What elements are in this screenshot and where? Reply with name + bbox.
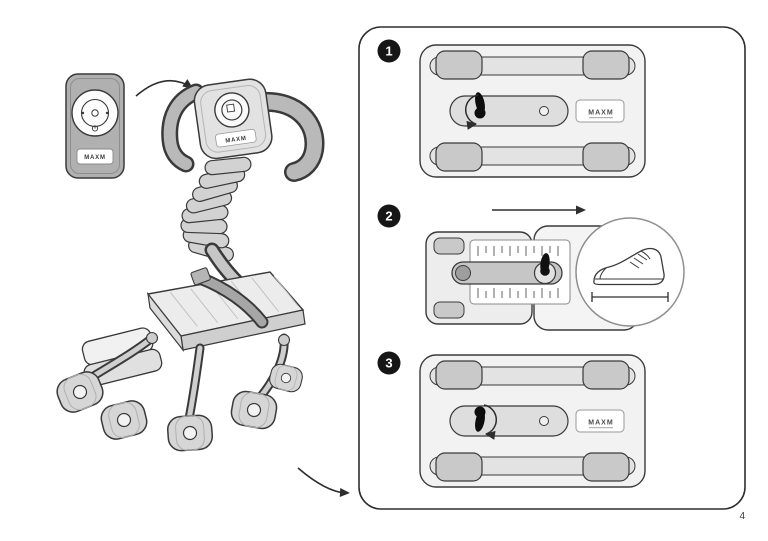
foot-deck (146, 271, 306, 353)
shoe-inset (575, 217, 685, 327)
remote-center-button (91, 109, 99, 117)
rotate-ccw-arrow (464, 94, 479, 130)
power-icon (91, 125, 99, 132)
step-1: 1 MAXM (377, 39, 646, 178)
remote-brand-plate (76, 148, 114, 165)
pivot-joint (277, 333, 291, 347)
step-1-badge (377, 39, 401, 63)
extend-arrow (492, 205, 586, 215)
adjustment-knob-2 (533, 253, 557, 285)
remote-control: MAXM (65, 73, 125, 179)
maxm-logo-step-3: MAXM (588, 420, 613, 427)
step-2-badge (377, 204, 401, 228)
rear-wheel-hint (433, 237, 465, 255)
panel-arrow (297, 467, 351, 498)
wheel-cluster (52, 361, 305, 453)
rotate-cw-arrow (483, 404, 498, 440)
step-2-number: 2 (385, 209, 392, 224)
dial-dot-left (81, 111, 85, 115)
instructions-panel: 1 MAXM 2 (358, 26, 746, 510)
measurement-line (591, 292, 669, 302)
step-3-number: 3 (385, 356, 392, 371)
shoe-icon (593, 247, 665, 286)
pivot-joint (145, 331, 159, 345)
adjustment-knob-1 (474, 92, 486, 119)
pairing-arrow (135, 79, 196, 97)
dial-dot-right (105, 111, 109, 115)
remote-brand-label: MAXM (84, 155, 106, 161)
strap-buckle (190, 267, 211, 286)
step-2: 2 (377, 204, 685, 331)
unit-brand-plate (215, 128, 257, 148)
skate-device: MAXM (52, 78, 325, 453)
remote-bevel (70, 78, 120, 174)
page-number: 4 (739, 511, 745, 522)
unit-brand-label: MAXM (225, 136, 247, 145)
maxm-logo-step-1: MAXM (588, 110, 613, 117)
step-1-number: 1 (385, 44, 392, 59)
calf-strap-left (161, 83, 205, 173)
telescopic-rail (451, 261, 563, 285)
step-3: 3 MAXM (377, 351, 646, 488)
adjustment-knob-3 (474, 406, 486, 432)
rear-wheel-hint (433, 301, 465, 319)
control-unit: MAXM (193, 78, 273, 160)
foot-strap (190, 267, 269, 329)
calf-strap-right (252, 91, 325, 182)
step-3-badge (377, 351, 401, 375)
